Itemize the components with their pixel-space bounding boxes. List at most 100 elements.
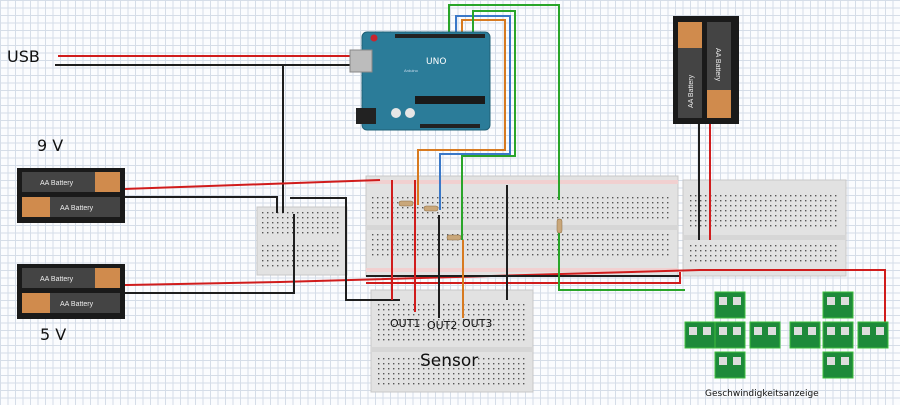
breadboard-hole <box>463 378 465 380</box>
breadboard-hole <box>497 244 499 246</box>
breadboard-hole <box>463 324 465 326</box>
breadboard-hole <box>705 205 707 207</box>
breadboard-hole <box>705 260 707 262</box>
breadboard-hole <box>393 339 395 341</box>
breadboard-hole <box>267 212 269 214</box>
breadboard-hole <box>468 314 470 316</box>
breadboard-hole <box>705 250 707 252</box>
breadboard-hole <box>272 250 274 252</box>
breadboard-hole <box>537 212 539 214</box>
breadboard-hole <box>448 378 450 380</box>
breadboard-hole <box>468 319 470 321</box>
breadboard-hole <box>750 205 752 207</box>
breadboard-hole <box>835 205 837 207</box>
breadboard-hole <box>552 254 554 256</box>
breadboard-hole <box>307 222 309 224</box>
breadboard-hole <box>637 207 639 209</box>
breadboard-hole <box>473 309 475 311</box>
breadboard-hole <box>402 249 404 251</box>
breadboard-hole <box>487 212 489 214</box>
led-chip <box>733 297 741 305</box>
breadboard-hole <box>463 373 465 375</box>
breadboard-hole <box>488 304 490 306</box>
battery-label: AA Battery <box>40 276 74 283</box>
breadboard-hole <box>397 212 399 214</box>
breadboard-hole <box>547 207 549 209</box>
breadboard-hole <box>468 329 470 331</box>
breadboard-hole <box>612 212 614 214</box>
breadboard-hole <box>287 255 289 257</box>
breadboard-hole <box>452 254 454 256</box>
breadboard-hole <box>372 249 374 251</box>
breadboard-hole <box>482 249 484 251</box>
breadboard-hole <box>745 220 747 222</box>
breadboard-hole <box>835 200 837 202</box>
breadboard-hole <box>522 254 524 256</box>
breadboard-hole <box>700 255 702 257</box>
breadboard-hole <box>408 309 410 311</box>
breadboard-hole <box>513 329 515 331</box>
breadboard-hole <box>518 373 520 375</box>
breadboard-hole <box>483 378 485 380</box>
breadboard-hole <box>478 304 480 306</box>
breadboard-hole <box>397 197 399 199</box>
breadboard-hole <box>642 244 644 246</box>
breadboard-hole <box>662 207 664 209</box>
breadboard-hole <box>262 265 264 267</box>
breadboard-hole <box>695 255 697 257</box>
breadboard-hole <box>755 200 757 202</box>
breadboard-hole <box>408 363 410 365</box>
breadboard-hole <box>647 202 649 204</box>
breadboard-hole <box>735 245 737 247</box>
breadboard-hole <box>667 239 669 241</box>
breadboard-hole <box>498 309 500 311</box>
breadboard-hole <box>297 212 299 214</box>
breadboard-hole <box>527 234 529 236</box>
breadboard-hole <box>512 217 514 219</box>
breadboard-hole <box>657 207 659 209</box>
breadboard-hole <box>592 249 594 251</box>
breadboard-hole <box>417 239 419 241</box>
breadboard-hole <box>443 378 445 380</box>
breadboard-hole <box>542 217 544 219</box>
breadboard-hole <box>785 195 787 197</box>
breadboard-hole <box>322 265 324 267</box>
breadboard-hole <box>463 334 465 336</box>
breadboard-hole <box>572 197 574 199</box>
breadboard-hole <box>725 205 727 207</box>
breadboard-hole <box>790 200 792 202</box>
breadboard-hole <box>502 207 504 209</box>
breadboard-hole <box>388 334 390 336</box>
breadboard-hole <box>453 334 455 336</box>
breadboard-hole <box>407 207 409 209</box>
breadboard-hole <box>397 202 399 204</box>
breadboard-hole <box>825 260 827 262</box>
breadboard-hole <box>647 217 649 219</box>
breadboard-hole <box>518 378 520 380</box>
breadboard-hole <box>622 212 624 214</box>
breadboard-hole <box>523 329 525 331</box>
breadboard-hole <box>467 207 469 209</box>
breadboard-hole <box>592 202 594 204</box>
breadboard-hole <box>317 232 319 234</box>
breadboard-hole <box>387 234 389 236</box>
breadboard-hole <box>770 210 772 212</box>
breadboard-hole <box>297 245 299 247</box>
breadboard-hole <box>447 234 449 236</box>
breadboard-hole <box>652 234 654 236</box>
breadboard-hole <box>407 239 409 241</box>
breadboard-hole <box>492 249 494 251</box>
breadboard-hole <box>488 329 490 331</box>
breadboard-hole <box>378 334 380 336</box>
breadboard-hole <box>622 244 624 246</box>
breadboard-hole <box>637 197 639 199</box>
breadboard-hole <box>387 249 389 251</box>
breadboard-hole <box>523 383 525 385</box>
breadboard-hole <box>417 234 419 236</box>
breadboard-hole <box>488 358 490 360</box>
breadboard-hole <box>582 244 584 246</box>
breadboard-hole <box>317 260 319 262</box>
breadboard-hole <box>382 239 384 241</box>
breadboard-hole <box>805 200 807 202</box>
led-chip <box>768 327 776 335</box>
